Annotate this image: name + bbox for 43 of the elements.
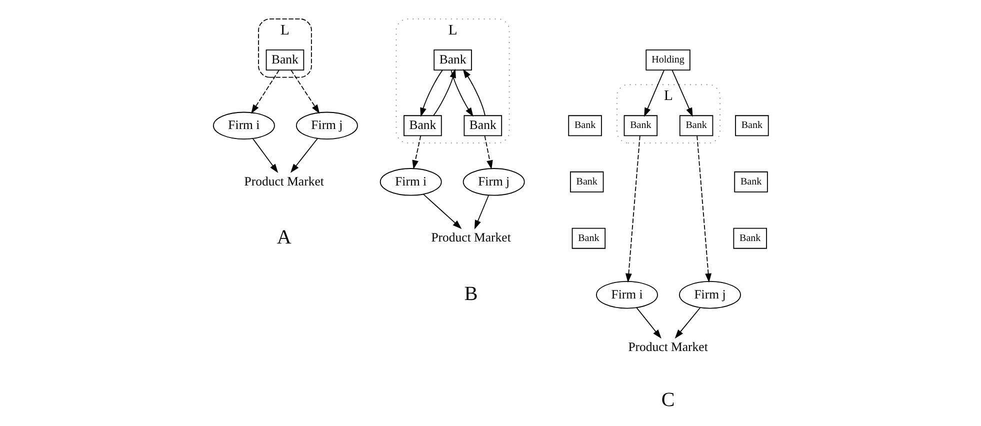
node-box: Bank xyxy=(403,115,442,136)
node-ellipse: Firm i xyxy=(379,168,442,196)
node-box: Holding xyxy=(645,50,690,70)
arrow xyxy=(644,70,664,117)
node-box: Bank xyxy=(732,228,766,249)
node-ellipse: Firm i xyxy=(212,112,274,140)
arrow xyxy=(450,70,473,117)
arrow xyxy=(422,194,462,229)
node-ellipse: Firm j xyxy=(295,112,358,140)
node-text: Product Market xyxy=(628,340,708,354)
node-box: Bank xyxy=(433,50,472,70)
arrow xyxy=(696,135,711,283)
node-box: Bank xyxy=(734,115,768,136)
arrow xyxy=(412,135,421,170)
label: C xyxy=(660,388,674,411)
node-ellipse: Firm i xyxy=(596,281,658,309)
arrow xyxy=(462,68,485,116)
node-box: Bank xyxy=(265,50,304,70)
node-box: Bank xyxy=(570,171,604,192)
arrow xyxy=(250,70,280,114)
arrow xyxy=(636,307,661,339)
arrow xyxy=(474,195,489,230)
node-box: Bank xyxy=(568,115,602,136)
arrow xyxy=(624,135,640,283)
label: A xyxy=(276,226,291,248)
arrow xyxy=(252,138,278,173)
arrow xyxy=(290,138,318,173)
node-text: Product Market xyxy=(244,174,324,188)
node-ellipse: Firm j xyxy=(678,281,740,309)
arrow xyxy=(290,70,320,114)
node-box: Bank xyxy=(571,228,606,249)
arrow xyxy=(432,68,456,116)
node-ellipse: Firm j xyxy=(462,168,524,196)
node-box: Bank xyxy=(734,171,768,192)
node-box: Bank xyxy=(463,115,502,136)
arrow xyxy=(671,70,692,117)
node-box: Bank xyxy=(678,115,713,136)
node-text: Product Market xyxy=(430,230,510,245)
node-box: Bank xyxy=(623,115,658,136)
arrow xyxy=(674,307,700,339)
label: B xyxy=(464,282,478,305)
arrow xyxy=(420,70,442,117)
arrow xyxy=(484,135,492,170)
